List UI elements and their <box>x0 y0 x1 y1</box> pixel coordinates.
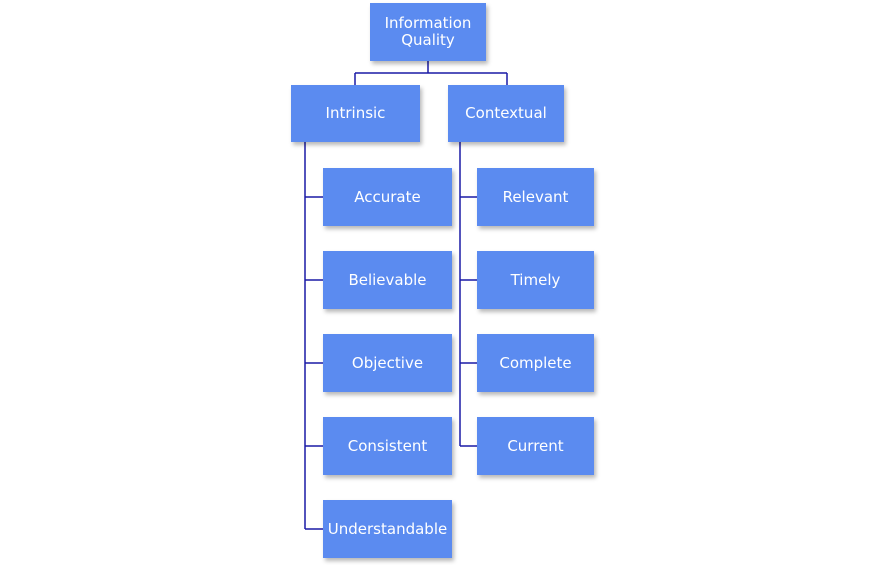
node-understandable-label: Understandable <box>327 519 448 538</box>
node-contextual-label: Contextual <box>465 104 547 122</box>
node-relevant-label: Relevant <box>502 187 569 206</box>
node-accurate-label: Accurate <box>354 187 421 206</box>
node-intrinsic: Intrinsic <box>291 85 420 142</box>
node-intrinsic-label: Intrinsic <box>325 104 386 122</box>
connector-root-to-branches <box>354 61 508 85</box>
node-understandable: Understandable <box>323 500 452 558</box>
node-complete-label: Complete <box>499 353 572 372</box>
node-consistent-label: Consistent <box>347 436 428 455</box>
node-information-quality: Information Quality <box>370 3 486 61</box>
node-relevant: Relevant <box>477 168 594 226</box>
node-timely-label: Timely <box>510 270 561 289</box>
node-complete: Complete <box>477 334 594 392</box>
node-believable: Believable <box>323 251 452 309</box>
node-timely: Timely <box>477 251 594 309</box>
node-objective: Objective <box>323 334 452 392</box>
node-believable-label: Believable <box>348 270 427 289</box>
node-current: Current <box>477 417 594 475</box>
node-accurate: Accurate <box>323 168 452 226</box>
node-current-label: Current <box>507 436 564 455</box>
node-contextual: Contextual <box>448 85 564 142</box>
node-objective-label: Objective <box>351 353 424 372</box>
node-consistent: Consistent <box>323 417 452 475</box>
node-information-quality-label: Information Quality <box>384 14 472 49</box>
